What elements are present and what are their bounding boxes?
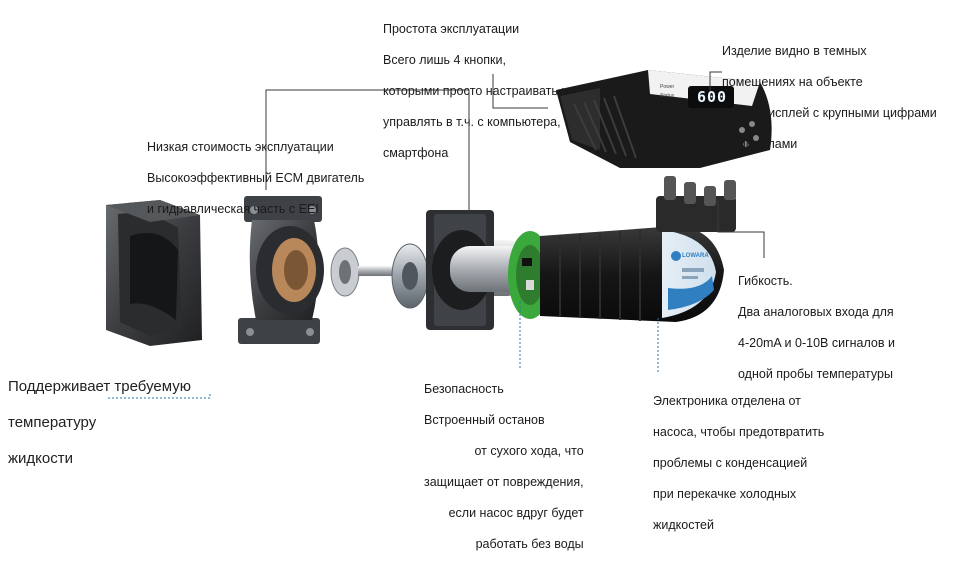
callout-line: Безопасность [424,381,504,396]
callout-line: если насос вдруг будет [448,505,584,520]
brand-label: LOWARA [682,253,709,259]
leader-flexibility [717,200,765,258]
callout-line: при перекачке холодных [653,486,797,501]
callout-safety: Безопасность Встроенный останов от сухог… [424,366,584,568]
callout-line: Изделие видно в темных [722,43,867,58]
callout-line: управлять в т.ч. с компьютера, [383,114,561,129]
callout-line: которыми просто настраивать и [383,83,569,98]
leader-display [709,71,722,96]
callout-line: и символами [722,136,798,151]
callout-line: температуру [8,414,97,431]
callout-display: Изделие видно в темных помещениях на объ… [722,28,937,168]
callout-line: помещениях на объекте [722,74,863,89]
callout-line: Гибкость. [738,273,793,288]
motor-body [540,226,724,322]
panel-label-status: Status [660,93,675,99]
callout-line: Высокоэффективный ЕСМ двигатель [147,170,365,185]
diagram-stage: 600 Power Status LOWARA Простота эксплуа… [8,6,937,551]
callout-line: Простота эксплуатации [383,21,520,36]
display-readout: 600 [696,88,728,106]
callout-line: Яркий дисплей с крупными цифрами [722,105,937,120]
callout-simplicity: Простота эксплуатации Всего лишь 4 кнопк… [383,6,568,177]
callout-line: Электроника отделена от [653,393,801,408]
panel-label-power: Power [660,84,675,90]
callout-line: работать без воды [475,536,584,551]
control-head [556,70,772,168]
callout-temperature: Поддерживает требуемую температуру жидко… [8,360,191,486]
leader-low-cost [265,89,470,212]
callout-line: Всего лишь 4 кнопки, [383,52,506,67]
callout-line: Встроенный останов [424,412,545,427]
cable-glands [656,176,736,232]
leader-lines [265,71,765,258]
dotted-leaders [108,300,659,399]
rotor-can [425,210,560,330]
pump-casing [238,196,324,344]
callout-line: смартфона [383,145,449,160]
callout-flexibility: Гибкость. Два аналоговых входа для 4-20m… [738,258,895,398]
callout-line: насоса, чтобы предотвратить [653,424,825,439]
callout-line: от сухого хода, что [474,443,584,458]
callout-line: Низкая стоимость эксплуатации [147,139,334,154]
callout-low-cost: Низкая стоимость эксплуатации Высокоэффе… [147,124,364,233]
callout-line: защищает от повреждения, [424,474,584,489]
leader-temperature [108,392,211,399]
impeller-parts [330,243,429,309]
pump-exploded-illustration [106,70,772,399]
callout-line: жидкостей [653,517,714,532]
callout-line: жидкости [8,450,73,467]
callout-line: и гидравлическая часть с EEI [147,201,319,216]
callout-line: одной пробы температуры [738,366,893,381]
callout-line: 4-20mA и 0-10В сигналов и [738,335,895,350]
callout-line: Поддерживает требуемую [8,378,191,395]
callout-electronics: Электроника отделена от насоса, чтобы пр… [653,378,824,549]
insulation-shell [106,200,202,346]
callout-line: Два аналоговых входа для [738,304,894,319]
leader-simplicity [492,74,548,109]
